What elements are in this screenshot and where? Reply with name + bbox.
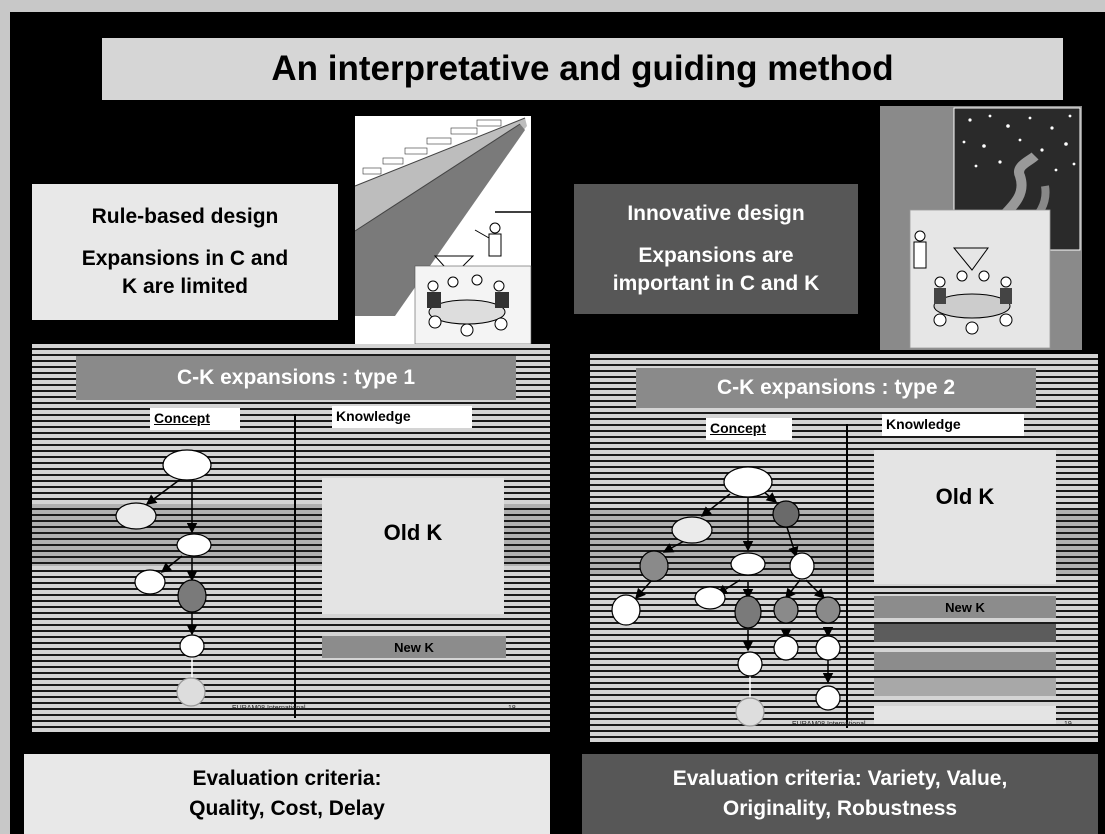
- rule-based-illustration: [354, 116, 532, 345]
- ck-type2-panel: C-K expansions : type 2 Concept Knowledg…: [590, 354, 1098, 742]
- rule-based-design-box: Rule-based design Expansions in C and K …: [32, 184, 338, 320]
- evaluation-criteria-left-line2: Quality, Cost, Delay: [189, 797, 385, 820]
- ck-type2-knowledge-label: Knowledge: [882, 414, 1024, 436]
- evaluation-criteria-right-line1: Evaluation criteria: Variety, Value,: [672, 767, 1008, 790]
- evaluation-criteria-innovative: Evaluation criteria: Variety, Value, Ori…: [582, 754, 1098, 834]
- ck-type1-page-number: 18: [508, 705, 516, 712]
- ck-type1-old-k: Old K: [322, 478, 504, 614]
- rule-based-design-label: Rule-based design: [91, 205, 279, 228]
- ck-type2-new-k-band-2: [874, 624, 1056, 642]
- ck-type1-concept-label: Concept: [150, 408, 240, 430]
- ck-type2-title: C-K expansions : type 2: [636, 368, 1036, 408]
- ck-type2-divider: [846, 424, 848, 728]
- ck-type1-footer: EURAM08 International: [232, 705, 306, 712]
- slide-title: An interpretative and guiding method: [102, 38, 1063, 100]
- ck-type1-title: C-K expansions : type 1: [76, 356, 516, 400]
- innovative-illustration: [880, 106, 1082, 350]
- innovative-expansion-line1: Expansions are: [638, 244, 794, 267]
- ck-type2-new-k-band-4: [874, 678, 1056, 696]
- ck-type2-old-k: Old K: [874, 450, 1056, 584]
- ck-type1-tree: [115, 449, 212, 707]
- innovative-expansion-line2: important in C and K: [612, 272, 820, 295]
- ck-type2-new-k: New K: [874, 596, 1056, 618]
- evaluation-criteria-left-line1: Evaluation criteria:: [192, 767, 382, 790]
- ck-type2-new-k-band-5: [874, 706, 1056, 724]
- ck-type1-panel: C-K expansions : type 1 Concept Knowledg…: [32, 344, 550, 732]
- ck-type2-tree: [611, 466, 841, 727]
- ck-type1-divider: [294, 414, 296, 718]
- innovative-design-box: Innovative design Expansions are importa…: [574, 184, 858, 314]
- ck-type2-page-number: 19: [1064, 721, 1072, 728]
- rule-based-expansion-line2: K are limited: [121, 275, 249, 298]
- starry-path-illustration: [909, 107, 1081, 349]
- ck-type2-footer: EURAM08 International: [792, 721, 866, 728]
- ck-type2-concept-label: Concept: [706, 418, 792, 440]
- rule-based-expansion-line1: Expansions in C and: [81, 247, 289, 270]
- evaluation-criteria-rule-based: Evaluation criteria: Quality, Cost, Dela…: [24, 754, 550, 834]
- ck-type1-knowledge-label: Knowledge: [332, 406, 472, 428]
- ck-type2-new-k-band-3: [874, 652, 1056, 670]
- evaluation-criteria-right-line2: Originality, Robustness: [722, 797, 958, 820]
- slide: An interpretative and guiding method Rul…: [10, 12, 1105, 834]
- ck-type1-new-k: New K: [322, 636, 506, 658]
- staircase-illustration: [354, 117, 532, 345]
- innovative-design-label: Innovative design: [627, 202, 805, 225]
